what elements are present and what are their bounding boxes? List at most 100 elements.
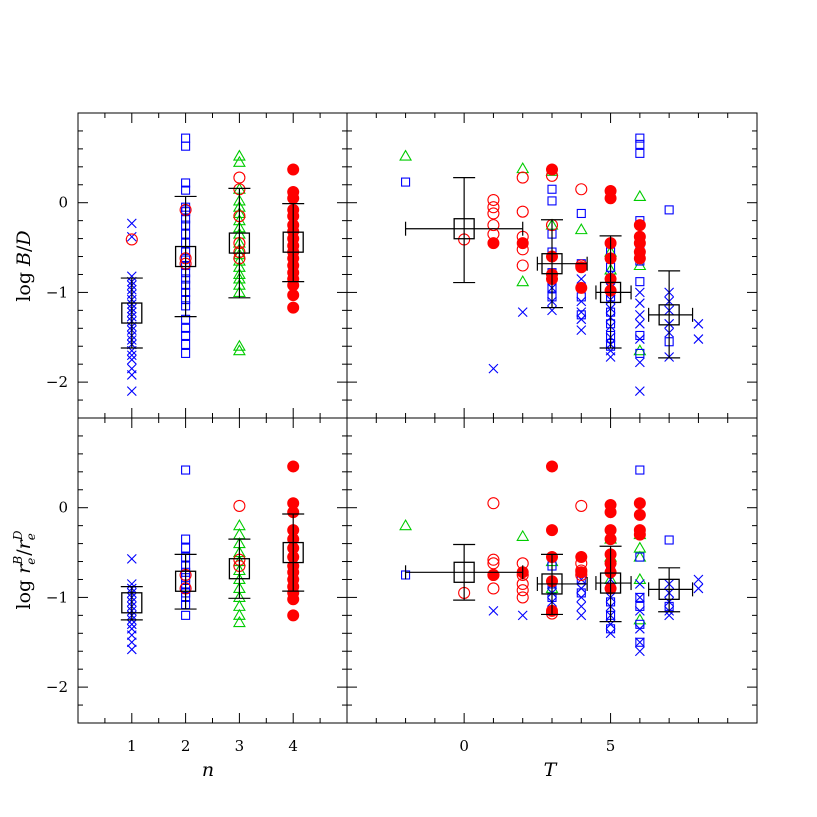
mean-marker (228, 187, 251, 299)
square-marker (664, 535, 674, 545)
square-marker (635, 277, 645, 287)
mean-square (453, 561, 475, 583)
x-marker-stroke (488, 363, 499, 374)
x-marker (126, 350, 137, 361)
x-marker-stroke (576, 274, 587, 284)
x-marker (126, 553, 137, 564)
square-marker (635, 552, 645, 562)
mean-square (228, 558, 251, 580)
x-marker (126, 370, 137, 380)
x-marker (634, 334, 645, 344)
x-marker (693, 574, 704, 585)
filled-circle-marker (546, 163, 558, 176)
filled-circle-marker (287, 460, 300, 473)
open-circle-marker (516, 205, 529, 218)
open-circle-marker (575, 183, 588, 196)
x-marker-stroke (517, 307, 528, 318)
open-circle-marker (487, 201, 500, 214)
x-marker (517, 307, 528, 318)
x-marker (634, 646, 645, 657)
x-marker-stroke (634, 357, 645, 368)
triangle-marker (516, 162, 530, 174)
x-marker (634, 637, 645, 648)
mean-marker (648, 567, 694, 613)
x-marker-stroke (126, 637, 137, 648)
mean-square (541, 253, 563, 275)
x-marker-stroke (634, 309, 645, 320)
triangle-marker (232, 339, 246, 351)
filled-circle-marker (287, 609, 300, 622)
series-o-red (458, 169, 588, 272)
x-marker-stroke (576, 583, 587, 594)
x-marker (126, 386, 137, 396)
square-marker (635, 330, 645, 341)
open-circle-marker (487, 219, 500, 232)
x-marker (693, 318, 704, 329)
triangle-marker (232, 149, 246, 161)
square-marker (181, 323, 191, 333)
square-marker (635, 637, 645, 647)
plot-frame (77, 417, 348, 724)
triangle-marker (516, 529, 530, 541)
open-circle-marker (516, 259, 529, 272)
triangle-marker (633, 344, 647, 356)
x-marker (634, 579, 645, 589)
mean-marker (174, 553, 197, 610)
filled-circle-marker (575, 281, 588, 294)
x-marker (126, 231, 137, 242)
x-marker-stroke (634, 298, 645, 309)
y-tick-label: 0 (58, 499, 68, 517)
open-circle-marker (233, 499, 246, 512)
square-marker (181, 534, 191, 544)
square-marker (547, 196, 557, 206)
x-marker (634, 287, 645, 298)
series-square-blue (401, 465, 674, 647)
mean-marker (404, 543, 524, 601)
series-o-red (125, 233, 138, 246)
x-marker (576, 610, 587, 621)
square-marker (181, 330, 191, 341)
square-marker (635, 465, 645, 475)
open-circle-marker (487, 582, 500, 595)
open-circle-marker (233, 171, 246, 184)
filled-circle-marker (604, 192, 617, 205)
mean-marker (282, 513, 305, 592)
square-marker (181, 133, 191, 143)
x-marker-stroke (576, 314, 587, 325)
x-marker-stroke (576, 307, 587, 318)
x-marker-stroke (126, 553, 137, 564)
x-marker-stroke (576, 296, 587, 307)
x-marker (576, 274, 587, 284)
series-square-blue (401, 133, 674, 358)
mean-square (121, 592, 143, 614)
open-circle-marker (487, 553, 500, 566)
triangle-marker (516, 275, 530, 287)
square-marker (181, 610, 191, 620)
x-marker-stroke (634, 646, 645, 657)
x-marker-stroke (634, 287, 645, 298)
x-marker-stroke (126, 644, 137, 655)
x-marker-stroke (126, 630, 137, 640)
filled-circle-marker (575, 566, 588, 579)
filled-circle-marker (633, 508, 646, 521)
mean-marker (120, 586, 143, 621)
filled-circle-marker (516, 237, 529, 250)
x-marker-stroke (634, 637, 645, 648)
mean-square (282, 231, 304, 253)
x-marker-stroke (126, 350, 137, 361)
mean-marker (404, 176, 524, 284)
left-x-axis-title: n (202, 759, 214, 781)
x-marker (126, 644, 137, 655)
x-marker-stroke (605, 628, 616, 639)
mean-square (453, 218, 475, 240)
square-marker (635, 601, 645, 611)
filled-circle-marker (633, 252, 646, 265)
x-marker (488, 363, 499, 374)
square-marker (181, 178, 191, 188)
x-marker (576, 307, 587, 318)
filled-circle-marker (604, 506, 617, 519)
square-marker (181, 465, 191, 475)
x-marker (693, 583, 704, 594)
mean-marker (536, 553, 588, 616)
